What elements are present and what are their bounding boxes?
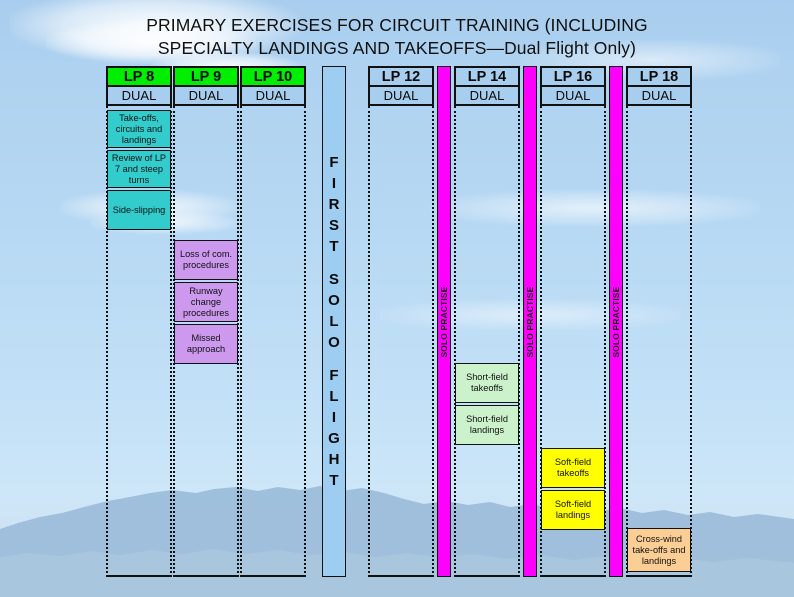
dual-label: DUAL bbox=[542, 87, 604, 104]
first-solo-flight-letter: O bbox=[328, 334, 340, 351]
exercise-block[interactable]: Soft-field landings bbox=[541, 490, 605, 530]
first-solo-flight-letter: H bbox=[328, 451, 340, 468]
first-solo-flight-letter: R bbox=[328, 196, 340, 213]
first-solo-flight-letter: G bbox=[328, 430, 340, 447]
dual-label: DUAL bbox=[175, 87, 237, 104]
lesson-plan-label: LP 8 bbox=[108, 68, 170, 87]
column-body-lp8 bbox=[106, 106, 172, 577]
column-body-lp16 bbox=[540, 106, 606, 577]
dual-label: DUAL bbox=[628, 87, 690, 104]
first-solo-flight-letter: L bbox=[329, 313, 339, 330]
lesson-plan-label: LP 18 bbox=[628, 68, 690, 87]
solo-practise-bar[interactable]: SOLO PRACTISE bbox=[523, 66, 537, 577]
first-solo-flight-letter: L bbox=[329, 388, 339, 405]
lesson-plan-label: LP 14 bbox=[456, 68, 518, 87]
lesson-plan-label: LP 9 bbox=[175, 68, 237, 87]
dual-label: DUAL bbox=[108, 87, 170, 104]
exercise-block[interactable]: Runway change procedures bbox=[174, 282, 238, 322]
dual-label: DUAL bbox=[370, 87, 432, 104]
column-body-lp10 bbox=[240, 106, 306, 577]
first-solo-flight-letter: I bbox=[331, 175, 337, 192]
dual-label: DUAL bbox=[242, 87, 304, 104]
column-body-lp14 bbox=[454, 106, 520, 577]
exercise-block[interactable]: Missed approach bbox=[174, 324, 238, 364]
exercise-block[interactable]: Review of LP 7 and steep turns bbox=[107, 150, 171, 188]
lesson-plan-label: LP 10 bbox=[242, 68, 304, 87]
dual-label: DUAL bbox=[456, 87, 518, 104]
solo-practise-label: SOLO PRACTISE bbox=[611, 285, 621, 358]
first-solo-flight-letter: T bbox=[329, 238, 339, 255]
solo-practise-bar[interactable]: SOLO PRACTISE bbox=[437, 66, 451, 577]
lesson-plan-label: LP 12 bbox=[370, 68, 432, 87]
exercise-block[interactable]: Loss of com. procedures bbox=[174, 240, 238, 280]
exercise-block[interactable]: Side-slipping bbox=[107, 190, 171, 230]
first-solo-flight-letter: F bbox=[329, 154, 339, 171]
page-title: PRIMARY EXERCISES FOR CIRCUIT TRAINING (… bbox=[0, 14, 794, 60]
lesson-plan-label: LP 16 bbox=[542, 68, 604, 87]
solo-practise-label: SOLO PRACTISE bbox=[439, 285, 449, 358]
exercise-block[interactable]: Soft-field takeoffs bbox=[541, 448, 605, 488]
first-solo-flight-letter: S bbox=[328, 217, 339, 234]
exercise-block[interactable]: Short-field landings bbox=[455, 405, 519, 445]
solo-practise-label: SOLO PRACTISE bbox=[525, 285, 535, 358]
exercise-block[interactable]: Take-offs, circuits and landings bbox=[107, 110, 171, 148]
first-solo-flight-letter: F bbox=[329, 367, 339, 384]
first-solo-flight-letter: O bbox=[328, 292, 340, 309]
column-body-lp12 bbox=[368, 106, 434, 577]
title-line-1: PRIMARY EXERCISES FOR CIRCUIT TRAINING (… bbox=[146, 15, 648, 35]
column-body-lp18 bbox=[626, 106, 692, 577]
first-solo-flight-letter: S bbox=[328, 271, 339, 288]
exercise-block[interactable]: Short-field takeoffs bbox=[455, 363, 519, 403]
exercise-block[interactable]: Cross-wind take-offs and landings bbox=[627, 528, 691, 572]
solo-practise-bar[interactable]: SOLO PRACTISE bbox=[609, 66, 623, 577]
first-solo-flight-letter: I bbox=[331, 409, 337, 426]
first-solo-flight-letter: T bbox=[329, 472, 339, 489]
title-line-2: SPECIALTY LANDINGS AND TAKEOFFS—Dual Fli… bbox=[157, 38, 637, 58]
